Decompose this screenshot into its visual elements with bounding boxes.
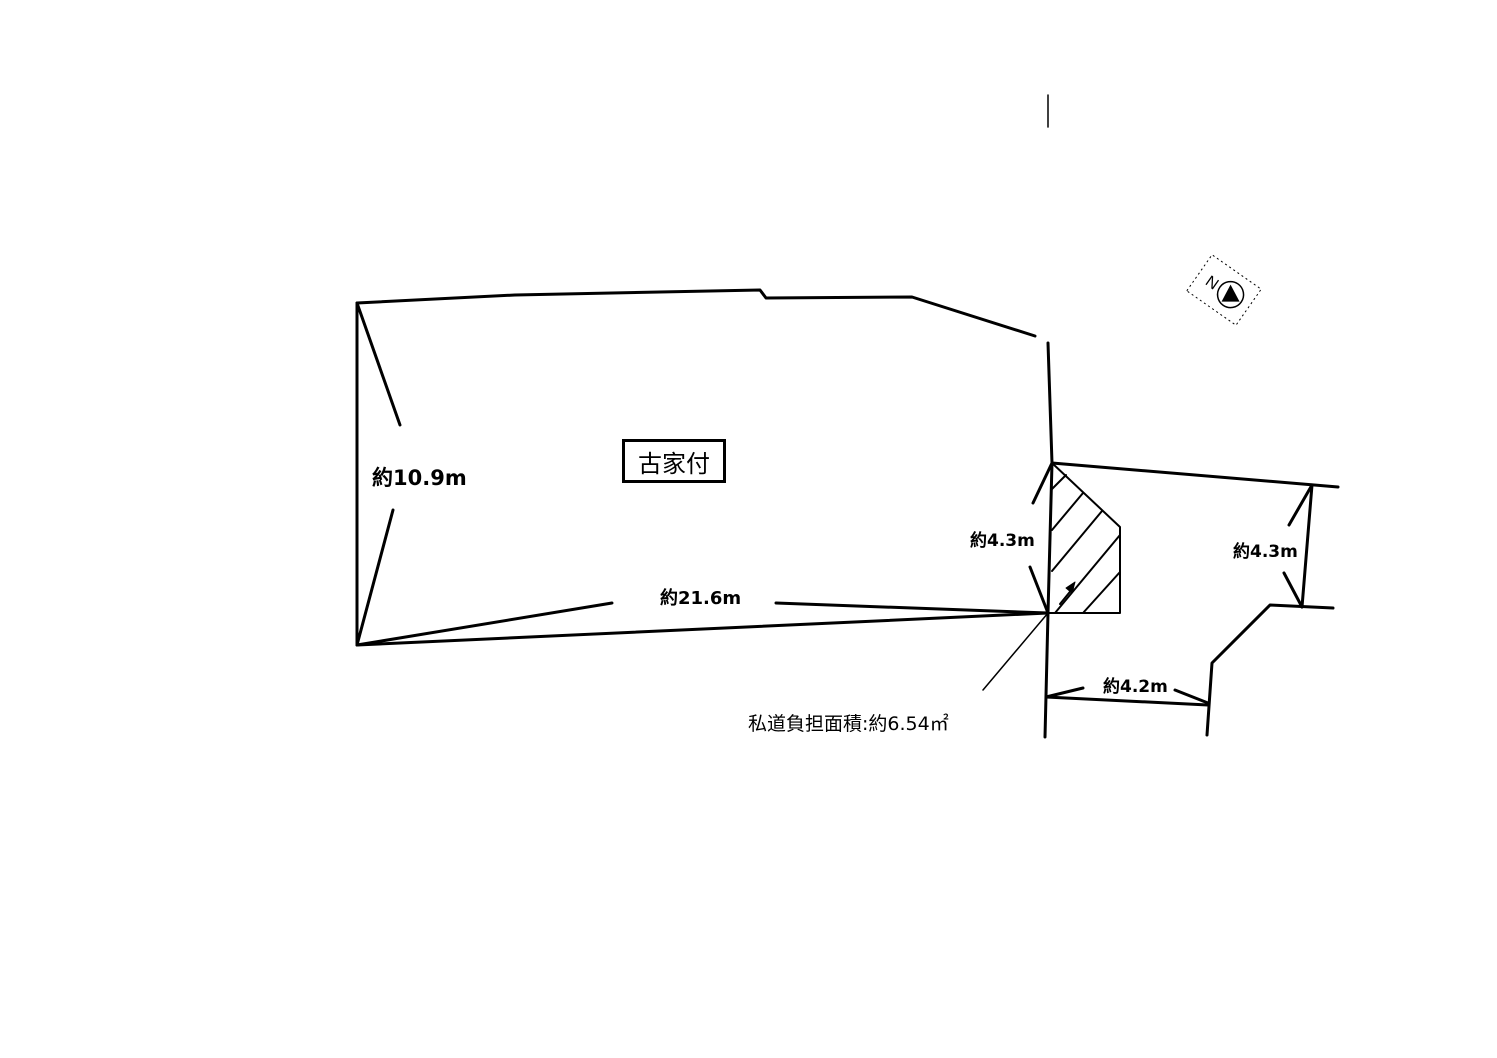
dimension-bottom-label: 約21.6m (660, 588, 742, 609)
leader-line (982, 612, 1049, 691)
private-road-burden-area (1047, 462, 1121, 614)
dimension-left (355, 301, 402, 647)
road-left-boundary (1043, 611, 1050, 739)
road-bottom-dimension (1044, 695, 1210, 707)
road-width-label-right: 約4.3m (1233, 542, 1298, 562)
road-right-dimension (1300, 483, 1314, 609)
road-width-label-bottom: 約4.2m (1103, 677, 1168, 697)
private-road-burden-label: 私道負担面積:約6.54㎡ (748, 713, 949, 735)
plot-label-text: 古家付 (638, 449, 710, 478)
north-compass-icon: N (1186, 254, 1262, 326)
road-boundary (1050, 461, 1340, 489)
road-width-label-left: 約4.3m (970, 531, 1035, 551)
plot-label: 古家付 (622, 439, 726, 483)
arrow-head-icon (1065, 581, 1076, 594)
road-lower-boundary (1205, 603, 1335, 737)
dimension-left-label: 約10.9m (372, 466, 467, 490)
dimension-bottom (355, 601, 1050, 647)
